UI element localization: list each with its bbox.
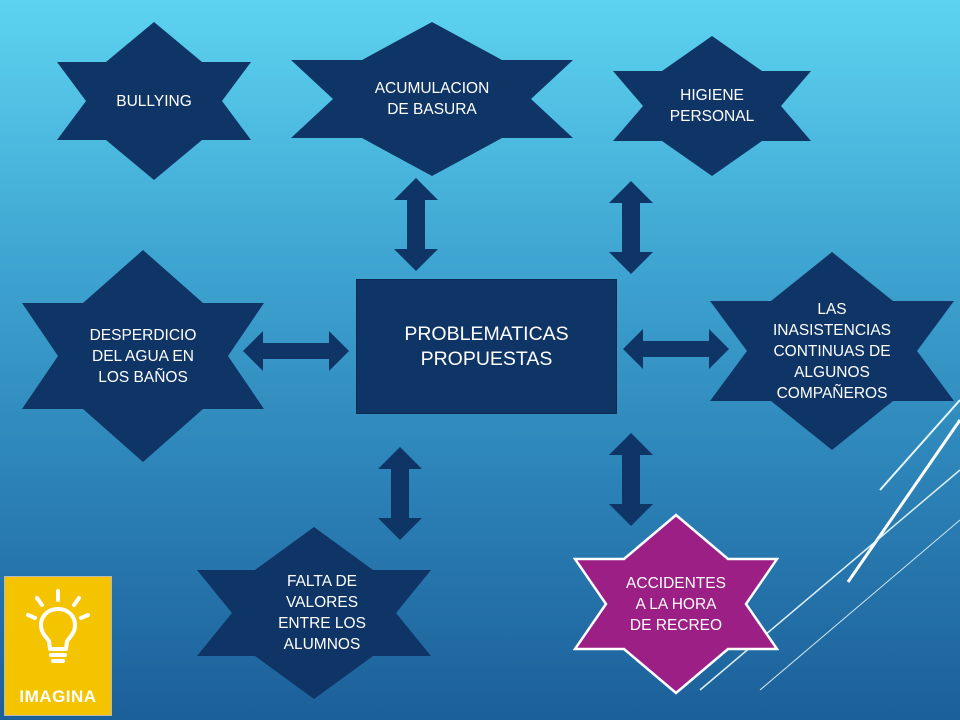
- node-inasistencias-label: LAS INASISTENCIAS CONTINUAS DE ALGUNOS C…: [773, 300, 891, 402]
- node-accidentes-label: ACCIDENTES A LA HORA DE RECREO: [626, 574, 726, 634]
- double-arrow-icon: [609, 433, 653, 526]
- logo-text: IMAGINA: [19, 687, 97, 706]
- node-accidentes: ACCIDENTES A LA HORA DE RECREO: [573, 513, 779, 695]
- node-basura: ACUMULACION DE BASURA: [291, 22, 573, 176]
- double-arrow-icon: [623, 329, 729, 369]
- node-basura-label: ACUMULACION DE BASURA: [374, 80, 490, 118]
- center-box-problematicas: PROBLEMATICAS PROPUESTAS: [356, 279, 617, 414]
- double-arrow-icon: [394, 178, 438, 271]
- node-agua-label: DESPERDICIO DEL AGUA EN LOS BAÑOS: [89, 326, 197, 386]
- node-agua: DESPERDICIO DEL AGUA EN LOS BAÑOS: [22, 250, 264, 462]
- node-bullying-label: BULLYING: [116, 92, 192, 110]
- node-valores: FALTA DE VALORES ENTRE LOS ALUMNOS: [197, 527, 431, 699]
- lightbulb-icon: [26, 589, 90, 663]
- node-higiene: HIGIENE PERSONAL: [613, 36, 811, 176]
- node-higiene-label: HIGIENE PERSONAL: [669, 87, 755, 125]
- node-bullying: BULLYING: [57, 22, 251, 180]
- double-arrow-icon: [609, 181, 653, 274]
- double-arrow-icon: [378, 447, 422, 540]
- imagina-logo: IMAGINA: [4, 576, 112, 716]
- double-arrow-icon: [243, 331, 349, 371]
- node-valores-label: FALTA DE VALORES ENTRE LOS ALUMNOS: [278, 573, 366, 653]
- node-inasistencias: LAS INASISTENCIAS CONTINUAS DE ALGUNOS C…: [710, 252, 954, 450]
